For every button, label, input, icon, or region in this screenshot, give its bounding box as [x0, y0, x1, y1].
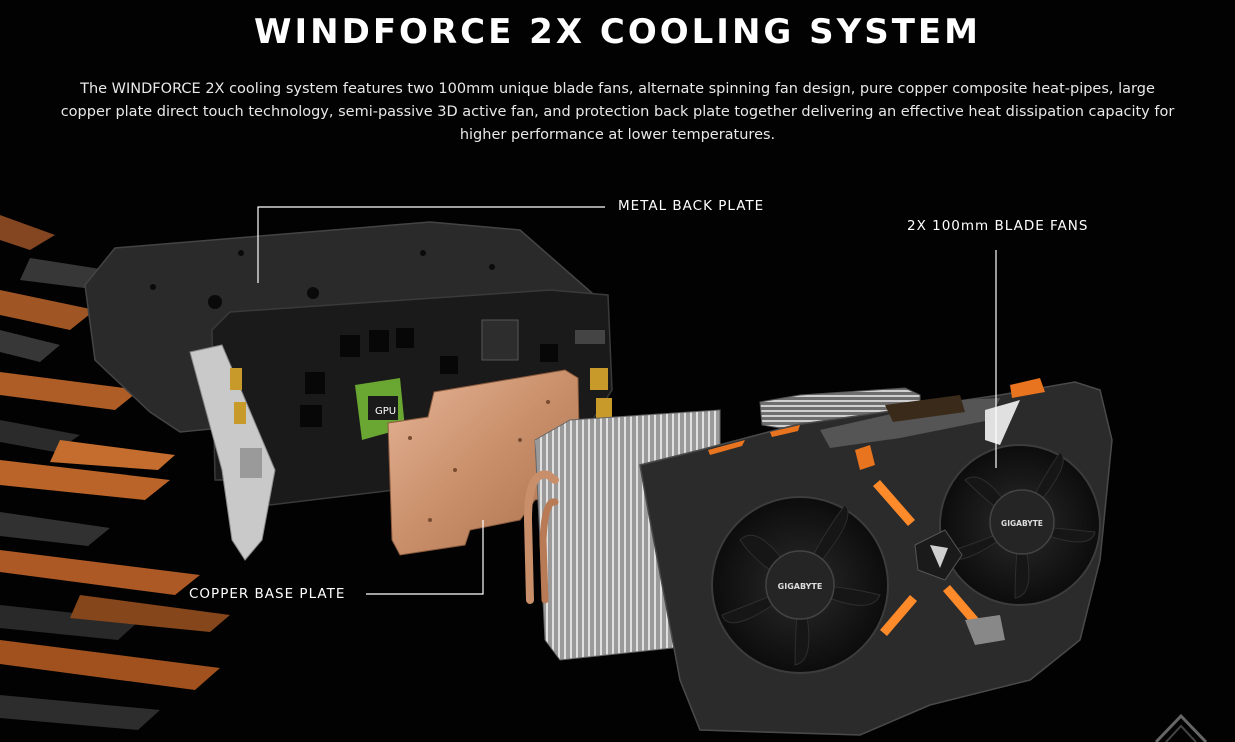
fan-right: GIGABYTE	[939, 444, 1101, 606]
callout-blade-fans: 2X 100mm BLADE FANS	[907, 218, 1089, 234]
callout-lines	[257, 206, 997, 595]
aorus-logo-emblem	[914, 529, 963, 581]
scroll-to-top-button[interactable]	[1152, 712, 1210, 742]
fan-right-brand-label: GIGABYTE	[1001, 519, 1043, 528]
page-description: The WINDFORCE 2X cooling system features…	[60, 81, 1175, 143]
copper-heat-pipes	[523, 470, 559, 604]
callout-metal-back-plate: METAL BACK PLATE	[618, 198, 765, 214]
copper-base-plate-callout-line	[366, 520, 484, 595]
metal-back-plate-callout-line	[257, 206, 605, 283]
callout-copper-base-plate: COPPER BASE PLATE	[189, 586, 346, 602]
gpu-chip-label: GPU	[375, 406, 396, 417]
background-stripes-decoration	[0, 215, 230, 730]
fan-left: GIGABYTE	[711, 496, 889, 674]
fan-left-brand-label: GIGABYTE	[778, 582, 823, 591]
page-title: WINDFORCE 2X COOLING SYSTEM	[254, 12, 981, 52]
chevron-up-icon	[1154, 713, 1208, 742]
copper-base-plate	[387, 369, 581, 556]
